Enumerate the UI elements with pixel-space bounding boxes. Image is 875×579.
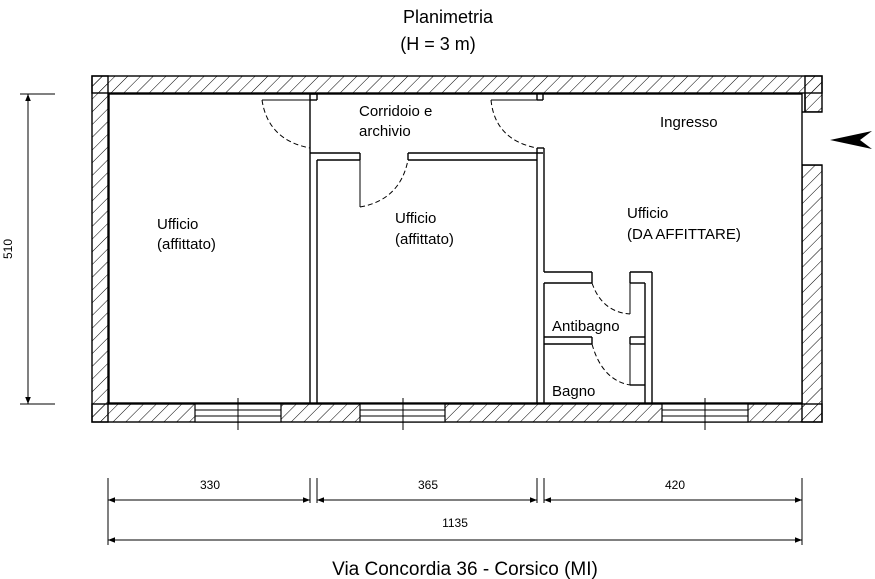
entrance-arrow-icon bbox=[830, 131, 872, 149]
height-dimension: 510 bbox=[1, 93, 55, 405]
label-bagno: Bagno bbox=[552, 383, 595, 400]
dim-width-1: 330 bbox=[200, 478, 220, 492]
label-corridoio-line1: Corridoio e bbox=[359, 103, 432, 120]
label-ufficio1-line2: (affittato) bbox=[157, 236, 216, 253]
label-ufficio2-line2: (affittato) bbox=[395, 231, 454, 248]
width-dimensions: 330 365 420 1135 bbox=[107, 478, 803, 545]
label-antibagno: Antibagno bbox=[552, 318, 620, 335]
address: Via Concordia 36 - Corsico (MI) bbox=[332, 559, 598, 579]
plan-subtitle: (H = 3 m) bbox=[400, 34, 476, 54]
dim-total: 1135 bbox=[442, 516, 468, 530]
door-swings bbox=[261, 99, 631, 386]
dim-width-2: 365 bbox=[418, 478, 438, 492]
dim-height: 510 bbox=[1, 239, 15, 259]
windows bbox=[194, 398, 749, 430]
label-ufficio2-line1: Ufficio bbox=[395, 210, 436, 227]
dim-width-3: 420 bbox=[665, 478, 685, 492]
label-ufficio3-line1: Ufficio bbox=[627, 205, 668, 222]
interior-walls bbox=[309, 93, 653, 403]
label-ufficio1-line1: Ufficio bbox=[157, 216, 198, 233]
plan-title: Planimetria bbox=[403, 7, 494, 27]
entrance bbox=[802, 94, 872, 166]
label-ufficio3-line2: (DA AFFITTARE) bbox=[627, 226, 741, 243]
outer-walls bbox=[91, 75, 823, 423]
label-ingresso: Ingresso bbox=[660, 114, 718, 131]
label-corridoio-line2: archivio bbox=[359, 123, 411, 140]
